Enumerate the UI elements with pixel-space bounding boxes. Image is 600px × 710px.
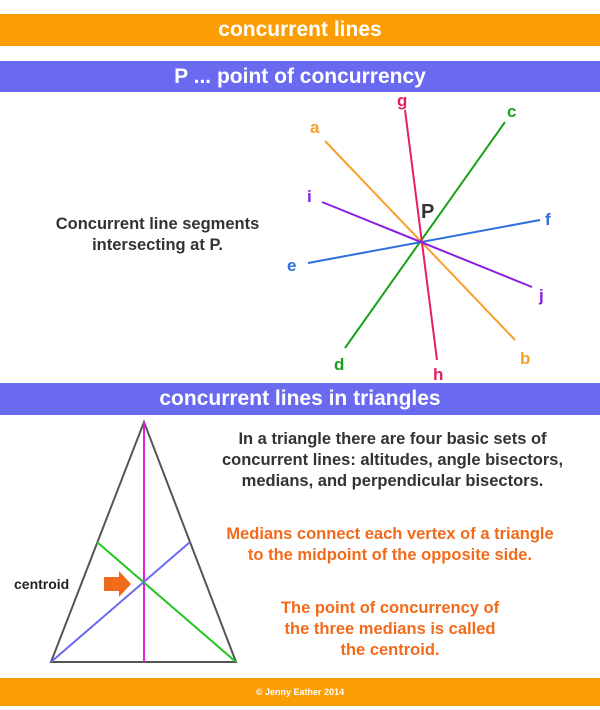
centroid-line: The point of concurrency of (280, 599, 500, 617)
section-title-concurrent-lines-in-triangles: concurrent lines in triangles (0, 383, 600, 415)
label-e: e (287, 256, 296, 275)
label-a: a (310, 118, 320, 137)
label-d: d (334, 355, 344, 374)
medians-line: Medians connect each vertex of a triangl… (226, 525, 554, 543)
median-green (96, 541, 237, 663)
description-line: intersecting at P. (92, 236, 223, 254)
medians-line: to the midpoint of the opposite side. (247, 546, 533, 564)
label-h: h (433, 365, 443, 384)
label-f: f (545, 210, 551, 229)
label-i: i (307, 187, 312, 206)
segment-ij (321, 201, 533, 288)
intro-line: concurrent lines: altitudes, angle bisec… (221, 451, 564, 469)
intro-line: In a triangle there are four basic sets … (238, 430, 547, 448)
section-title-point-of-concurrency: P ... point of concurrency (0, 61, 600, 92)
segment-ef (307, 219, 541, 264)
label-j: j (538, 286, 544, 305)
page-title: concurrent lines (0, 14, 600, 46)
footer-copyright: © Jenny Eather 2014 (0, 678, 600, 706)
triangle-intro-text: In a triangle there are four basic sets … (190, 429, 595, 492)
centroid-line: the three medians is called (284, 620, 496, 638)
centroid-line: the centroid. (340, 641, 440, 659)
segment-gh (404, 109, 438, 361)
triangle-diagram (49, 419, 238, 663)
segment-cd (344, 121, 506, 349)
label-b: b (520, 349, 530, 368)
label-c: c (507, 102, 516, 121)
centroid-arrow-icon (104, 571, 131, 597)
intro-line: medians, and perpendicular bisectors. (241, 472, 544, 490)
centroid-definition-text: The point of concurrency of the three me… (210, 598, 570, 661)
point-p-label: P (421, 201, 434, 223)
concurrent-segments-description: Concurrent line segments intersecting at… (30, 214, 285, 256)
centroid-label: centroid (14, 576, 69, 592)
medians-definition-text: Medians connect each vertex of a triangl… (190, 524, 590, 566)
label-g: g (397, 91, 407, 110)
description-line: Concurrent line segments (55, 215, 260, 233)
concurrent-segments (307, 109, 541, 361)
median-blue (50, 541, 191, 663)
